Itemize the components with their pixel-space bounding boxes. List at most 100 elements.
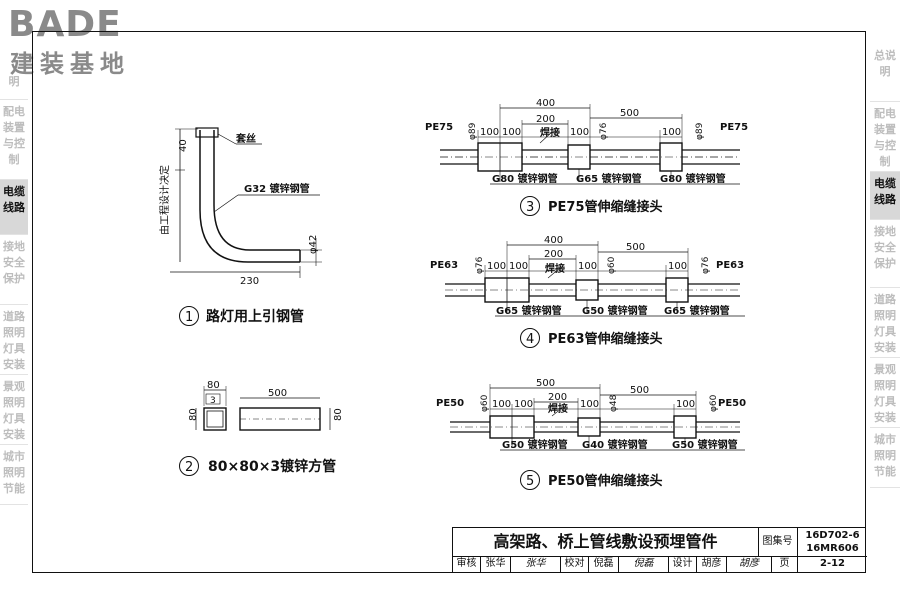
fig5-p3: G50 镀锌钢管 <box>672 438 738 451</box>
left-tab-4[interactable]: 道路照明灯具安装 <box>0 305 28 375</box>
fig4-p3: G65 镀锌钢管 <box>664 304 730 317</box>
fig5-number: 5 <box>526 474 534 489</box>
drawing-title: 高架路、桥上管线敷设预埋管件 <box>453 528 759 556</box>
fig4-l100c: 100 <box>578 261 597 272</box>
fig4-caption: PE63管伸缩缝接头 <box>548 331 663 347</box>
left-tab-5[interactable]: 景观照明灯具安装 <box>0 375 28 445</box>
left-tab-2[interactable]: 电缆线路 <box>0 180 28 235</box>
fig4-left-pe: PE63 <box>430 260 458 271</box>
fig3-p3: G80 镀锌钢管 <box>660 172 726 185</box>
fig4-top500: 500 <box>626 242 645 253</box>
fig3-l100d: 100 <box>662 127 681 138</box>
page-number: 2-12 <box>819 558 846 569</box>
fig3-top200: 200 <box>536 114 555 125</box>
fig5-d3: φ60 <box>709 394 719 412</box>
fig2-number-circle <box>179 456 199 476</box>
fig2-h2: 80 <box>333 408 344 421</box>
fig1-leader-pipe <box>213 194 239 213</box>
right-tab-3[interactable]: 接地安全保护 <box>870 220 900 288</box>
fig1-leader-wire <box>217 133 237 145</box>
atlas-label: 图集号 <box>758 528 798 556</box>
fig1-number-circle <box>179 306 199 326</box>
fig2-len: 500 <box>268 388 287 399</box>
fig3-pe75-joint: PE75 PE75 φ89 φ76 φ89 400 200 500 焊接 100… <box>425 98 748 216</box>
fig3-d2: φ76 <box>599 122 609 140</box>
right-tab-2[interactable]: 电缆线路 <box>870 172 900 220</box>
fig1-thread <box>195 127 219 138</box>
fig5-p2: G40 镀锌钢管 <box>582 438 648 451</box>
fig4-leader-weld <box>547 267 561 279</box>
reviewer-signature: 张华 <box>511 557 561 573</box>
fig5-right-pe: PE50 <box>718 398 746 409</box>
logo-sub-text: 建装基地 <box>10 50 130 78</box>
fig3-p2: G65 镀锌钢管 <box>576 172 642 185</box>
fig4-number: 4 <box>526 332 534 347</box>
fig5-l100b: 100 <box>514 399 533 410</box>
fig1-width: 230 <box>240 276 259 287</box>
fig1-dim-40: 40 <box>178 139 189 152</box>
atlas-no-2: 16MR606 <box>806 543 859 554</box>
fig4-l100a: 100 <box>487 261 506 272</box>
fig3-leader-weld <box>539 131 553 144</box>
fig3-left-pe: PE75 <box>425 122 453 133</box>
fig3-number-circle <box>520 196 540 216</box>
fig5-top200: 200 <box>548 392 567 403</box>
fig1-number: 1 <box>185 310 193 325</box>
check-label: 校对 <box>561 557 589 573</box>
fig5-caption: PE50管伸缩缝接头 <box>548 473 663 489</box>
title-block: 高架路、桥上管线敷设预埋管件 图集号 16D702-6 16MR606 审核 张… <box>452 527 867 573</box>
fig2-tube-section-outer <box>203 407 227 431</box>
left-tab-3[interactable]: 接地安全保护 <box>0 235 28 305</box>
fig4-d3: φ76 <box>701 256 711 274</box>
fig4-p2: G50 镀锌钢管 <box>582 304 648 317</box>
fig1-wire-label: 套丝 <box>235 132 256 145</box>
left-tab-1[interactable]: 配电装置与控制 <box>0 100 28 180</box>
checker-name: 倪磊 <box>589 557 619 573</box>
fig4-l100d: 100 <box>668 261 687 272</box>
fig5-p1: G50 镀锌钢管 <box>502 438 568 451</box>
fig5-leader-weld <box>551 407 563 417</box>
atlas-no-1: 16D702-6 <box>805 530 860 541</box>
right-tab-6[interactable]: 城市照明节能 <box>870 428 900 488</box>
fig5-top500b: 500 <box>630 385 649 396</box>
fig4-top400: 400 <box>544 235 563 246</box>
page-label: 页 <box>772 557 798 573</box>
reviewer-name: 张华 <box>481 557 511 573</box>
fig3-top400: 400 <box>536 98 555 109</box>
fig5-l100c: 100 <box>580 399 599 410</box>
right-chapter-tabs: 总说明 配电装置与控制 电缆线路 接地安全保护 道路照明灯具安装 景观照明灯具安… <box>870 44 900 488</box>
fig3-d3: φ89 <box>695 122 705 140</box>
fig5-l100a: 100 <box>492 399 511 410</box>
fig4-l100b: 100 <box>509 261 528 272</box>
fig4-d1: φ76 <box>475 256 485 274</box>
left-tab-0[interactable]: 明 <box>0 70 28 100</box>
fig3-right-pe: PE75 <box>720 122 748 133</box>
fig5-pe50-joint: PE50 PE50 φ60 φ48 φ60 500 200 500 焊接 100… <box>436 378 746 490</box>
fig1-vertical-label: 由工程设计决定 <box>158 165 171 235</box>
fig4-d2: φ60 <box>607 256 617 274</box>
fig1-pipe-outer <box>199 130 300 263</box>
fig2-square-tube: 80 3 80 500 80 2 80×80×3镀锌方管 <box>179 380 344 476</box>
designer-name: 胡彦 <box>697 557 727 573</box>
design-label: 设计 <box>669 557 697 573</box>
bade-logo: BADE 建装基地 <box>6 4 156 78</box>
right-tab-1[interactable]: 配电装置与控制 <box>870 102 900 172</box>
fig5-number-circle <box>520 470 540 490</box>
review-label: 审核 <box>453 557 481 573</box>
right-tab-5[interactable]: 景观照明灯具安装 <box>870 358 900 428</box>
fig2-thickness-box <box>205 393 221 405</box>
fig2-caption: 80×80×3镀锌方管 <box>208 458 336 475</box>
fig3-top500: 500 <box>620 108 639 119</box>
right-tab-4[interactable]: 道路照明灯具安装 <box>870 288 900 358</box>
fig2-h: 80 <box>188 408 199 421</box>
left-tab-6[interactable]: 城市照明节能 <box>0 445 28 505</box>
fig5-d1: φ60 <box>480 394 490 412</box>
fig3-number: 3 <box>526 200 534 215</box>
fig3-p1: G80 镀锌钢管 <box>492 172 558 185</box>
drawing-frame <box>32 31 866 573</box>
right-tab-0[interactable]: 总说明 <box>870 44 900 102</box>
fig4-number-circle <box>520 328 540 348</box>
fig3-l100b: 100 <box>502 127 521 138</box>
fig5-d2: φ48 <box>609 394 619 412</box>
